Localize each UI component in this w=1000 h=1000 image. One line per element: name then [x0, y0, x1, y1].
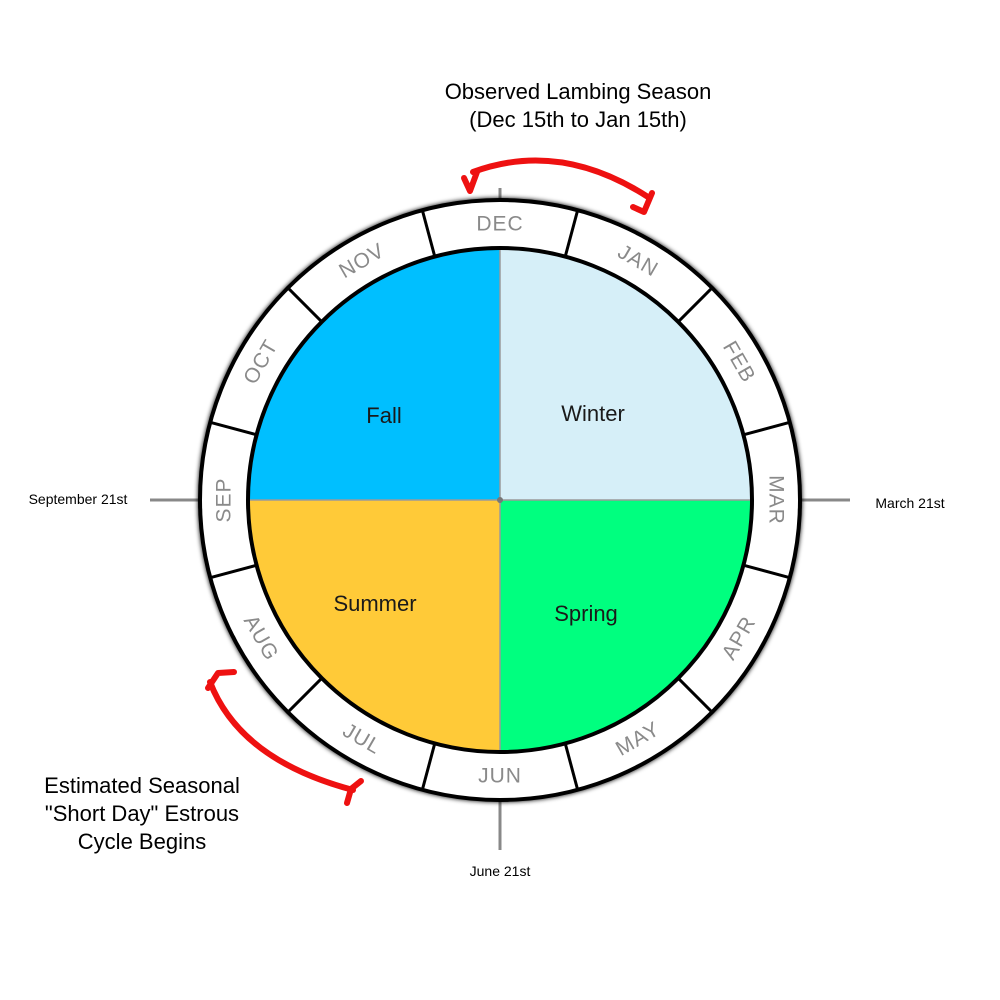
center-dot — [497, 497, 503, 503]
axis-label-september: September 21st — [29, 491, 128, 507]
lambing-arrow-curve — [470, 157, 651, 200]
month-divider — [677, 677, 714, 714]
month-label-jun: JUN — [478, 765, 522, 788]
month-divider — [743, 563, 791, 580]
month-divider — [209, 420, 257, 437]
season-quadrants — [246, 246, 754, 754]
month-label-sep: SEP — [213, 477, 236, 522]
estrous-line-2: "Short Day" Estrous — [45, 801, 239, 826]
lambing-arrowhead-left — [461, 169, 480, 194]
estrous-line-1: Estimated Seasonal — [44, 773, 240, 798]
month-divider — [286, 677, 323, 714]
month-divider — [420, 743, 437, 791]
month-label-dec: DEC — [476, 213, 523, 236]
axis-label-june: June 21st — [470, 863, 531, 879]
season-label-summer: Summer — [333, 591, 416, 616]
season-label-spring: Spring — [554, 601, 618, 626]
estrous-arrow-curve — [207, 679, 356, 793]
month-divider — [563, 209, 580, 257]
month-label-mar: MAR — [765, 475, 788, 525]
month-divider — [420, 209, 437, 257]
axis-label-march: March 21st — [875, 495, 944, 511]
season-label-fall: Fall — [366, 403, 401, 428]
quadrant-spring — [500, 500, 752, 752]
estrous-line-3: Cycle Begins — [78, 829, 206, 854]
quadrant-summer — [248, 500, 500, 752]
arrows — [205, 157, 655, 806]
lambing-dates: (Dec 15th to Jan 15th) — [469, 107, 687, 132]
quadrant-winter — [500, 248, 752, 500]
month-divider — [209, 563, 257, 580]
estrous-arrowhead-bottom — [344, 778, 364, 806]
month-divider — [563, 743, 580, 791]
estrous-arrowhead-top — [205, 669, 237, 691]
month-divider — [286, 286, 323, 323]
quadrant-fall — [248, 248, 500, 500]
season-label-winter: Winter — [561, 401, 625, 426]
month-divider — [677, 286, 714, 323]
month-divider — [743, 420, 791, 437]
lambing-arrowhead-right — [630, 190, 655, 215]
ring-inner-circle — [246, 246, 754, 754]
lambing-title: Observed Lambing Season — [445, 79, 712, 104]
